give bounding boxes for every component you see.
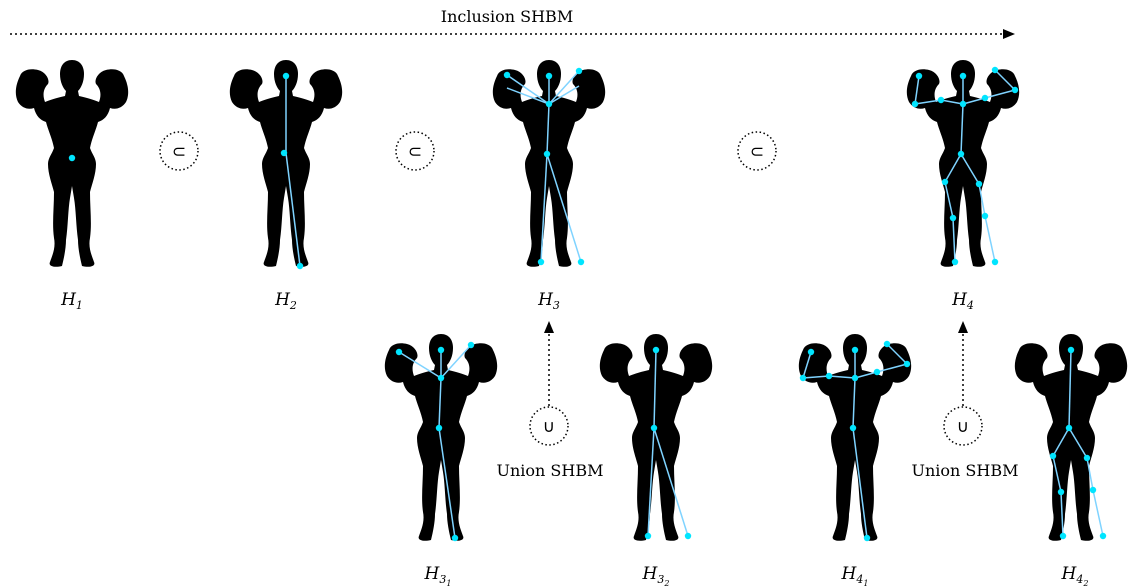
union-operator-1: ∪	[529, 406, 569, 446]
subset-operator-1: ⊂	[159, 131, 199, 171]
joint-markers	[68, 154, 76, 162]
figure-h42	[1014, 334, 1128, 541]
label-h4: H4	[951, 290, 974, 312]
inclusion-label: Inclusion SHBM	[441, 7, 573, 26]
label-h41: H41	[841, 564, 869, 586]
figure-h2	[229, 60, 343, 270]
figure-h31	[384, 334, 498, 542]
svg-text:∪: ∪	[543, 417, 555, 437]
label-h31: H31	[424, 564, 452, 586]
figure-h41	[798, 334, 912, 542]
svg-text:⊂: ⊂	[750, 142, 764, 162]
subset-operator-3: ⊂	[737, 131, 777, 171]
label-h42: H42	[1061, 564, 1089, 586]
figure-h1	[15, 60, 129, 267]
union-operator-2: ∪	[943, 406, 983, 446]
label-h32: H32	[642, 564, 670, 586]
label-h2: H2	[274, 290, 297, 312]
figure-h4	[906, 60, 1020, 267]
union-label-1: Union SHBM	[497, 461, 604, 480]
svg-text:⊂: ⊂	[408, 142, 422, 162]
svg-text:⊂: ⊂	[172, 142, 186, 162]
union-label-2: Union SHBM	[912, 461, 1019, 480]
label-h3: H3	[537, 290, 560, 312]
label-h1: H1	[60, 290, 83, 312]
figure-h3	[492, 60, 606, 267]
svg-text:∪: ∪	[957, 417, 969, 437]
subset-operator-2: ⊂	[395, 131, 435, 171]
figure-h32	[599, 334, 713, 541]
